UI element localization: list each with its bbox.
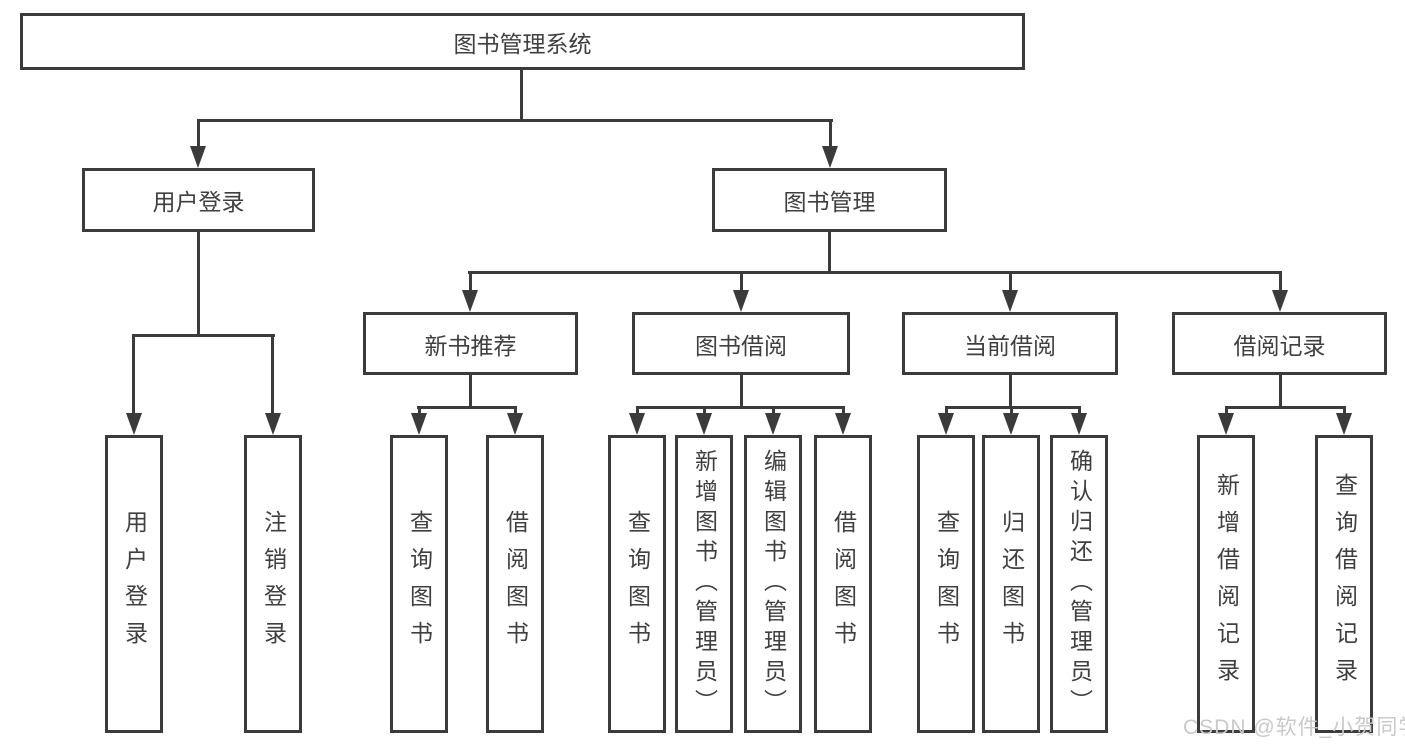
arrowhead-down-icon bbox=[629, 413, 645, 435]
box-leaf-borrow-books-recommend: 借阅图书 bbox=[486, 435, 544, 733]
connector-drop bbox=[514, 406, 517, 414]
leaf-label: 查询图书 bbox=[933, 510, 960, 658]
box-current-borrow: 当前借阅 bbox=[902, 312, 1118, 375]
box-leaf-user-login: 用户登录 bbox=[105, 435, 163, 733]
connector-drop-new-book bbox=[469, 271, 472, 291]
connector-root-stub bbox=[520, 70, 523, 120]
connector-current-borrow-stub bbox=[1009, 375, 1012, 407]
connector-drop bbox=[418, 406, 421, 414]
leaf-label: 注销登录 bbox=[260, 510, 287, 658]
book-management-label: 图书管理 bbox=[783, 189, 876, 215]
leaf-label: 新增借阅记录 bbox=[1213, 473, 1240, 695]
connector-drop-book-management bbox=[829, 119, 832, 147]
arrowhead-down-icon bbox=[938, 413, 954, 435]
connector-drop-user-login bbox=[197, 119, 200, 147]
connector-drop bbox=[1343, 406, 1346, 414]
leaf-label: 查询图书 bbox=[406, 510, 433, 658]
box-leaf-query-borrow-record: 查询借阅记录 bbox=[1315, 435, 1373, 733]
box-borrow-records: 借阅记录 bbox=[1172, 312, 1387, 375]
box-leaf-logout: 注销登录 bbox=[244, 435, 302, 733]
arrowhead-down-icon bbox=[765, 413, 781, 435]
box-leaf-query-books-recommend: 查询图书 bbox=[390, 435, 448, 733]
arrowhead-down-icon bbox=[1002, 290, 1018, 312]
connector-drop-leaf-logout bbox=[271, 334, 274, 413]
leaf-label: 用户登录 bbox=[121, 510, 148, 658]
connector-drop bbox=[945, 406, 948, 414]
connector-new-book-stub bbox=[469, 375, 472, 407]
arrowhead-down-icon bbox=[190, 146, 206, 168]
connector-book-mgmt-bar bbox=[468, 271, 1282, 274]
leaf-label: 借阅图书 bbox=[502, 510, 529, 658]
connector-drop bbox=[1078, 406, 1081, 414]
leaf-label: 查询图书 bbox=[624, 510, 651, 658]
leaf-label: 新增图书（管理员） bbox=[691, 449, 718, 719]
connector-drop-book-borrow bbox=[740, 271, 743, 291]
book-borrow-label: 图书借阅 bbox=[695, 332, 787, 359]
arrowhead-down-icon bbox=[265, 413, 281, 435]
arrowhead-down-icon bbox=[696, 413, 712, 435]
box-book-borrow: 图书借阅 bbox=[632, 312, 850, 375]
box-leaf-query-books-current: 查询图书 bbox=[917, 435, 975, 733]
arrowhead-down-icon bbox=[462, 290, 478, 312]
user-login-label: 用户登录 bbox=[152, 189, 245, 215]
borrow-records-label: 借阅记录 bbox=[1233, 332, 1326, 359]
connector-book-borrow-stub bbox=[740, 375, 743, 407]
arrowhead-down-icon bbox=[1003, 413, 1019, 435]
arrowhead-down-icon bbox=[126, 413, 142, 435]
current-borrow-label: 当前借阅 bbox=[964, 332, 1056, 359]
connector-drop bbox=[1010, 406, 1013, 414]
box-leaf-return-books: 归还图书 bbox=[982, 435, 1040, 733]
connector-level1-bar bbox=[197, 119, 833, 122]
csdn-watermark: CSDN @软件_小贺同学 bbox=[1183, 716, 1405, 739]
connector-drop bbox=[1225, 406, 1228, 414]
box-leaf-add-books-admin: 新增图书（管理员） bbox=[675, 435, 733, 733]
leaf-label: 确认归还（管理员） bbox=[1066, 449, 1093, 719]
box-leaf-confirm-return-admin: 确认归还（管理员） bbox=[1050, 435, 1108, 733]
box-system-root: 图书管理系统 bbox=[20, 13, 1025, 70]
connector-book-borrow-bar bbox=[636, 406, 844, 409]
arrowhead-down-icon bbox=[1218, 413, 1234, 435]
connector-user-login-bar bbox=[132, 334, 275, 337]
connector-borrow-records-stub bbox=[1279, 375, 1282, 407]
connector-user-login-stub bbox=[197, 232, 200, 335]
connector-current-borrow-bar bbox=[945, 406, 1081, 409]
connector-book-mgmt-stub bbox=[828, 232, 831, 272]
connector-drop bbox=[636, 406, 639, 414]
arrowhead-down-icon bbox=[1336, 413, 1352, 435]
connector-new-book-bar bbox=[417, 406, 517, 409]
leaf-label: 借阅图书 bbox=[830, 510, 857, 658]
new-book-recommend-label: 新书推荐 bbox=[424, 332, 517, 359]
connector-drop bbox=[842, 406, 845, 414]
connector-borrow-records-bar bbox=[1225, 406, 1346, 409]
arrowhead-down-icon bbox=[1071, 413, 1087, 435]
leaf-label: 归还图书 bbox=[998, 510, 1025, 658]
box-leaf-edit-books-admin: 编辑图书（管理员） bbox=[744, 435, 802, 733]
arrowhead-down-icon bbox=[411, 413, 427, 435]
connector-drop bbox=[772, 406, 775, 414]
arrowhead-down-icon bbox=[822, 146, 838, 168]
leaf-label: 查询借阅记录 bbox=[1331, 473, 1358, 695]
arrowhead-down-icon bbox=[835, 413, 851, 435]
leaf-label: 编辑图书（管理员） bbox=[760, 449, 787, 719]
arrowhead-down-icon bbox=[507, 413, 523, 435]
box-new-book-recommend: 新书推荐 bbox=[363, 312, 578, 375]
connector-drop bbox=[703, 406, 706, 414]
arrowhead-down-icon bbox=[733, 290, 749, 312]
arrowhead-down-icon bbox=[1272, 290, 1288, 312]
box-leaf-add-borrow-record: 新增借阅记录 bbox=[1197, 435, 1255, 733]
box-leaf-borrow-books: 借阅图书 bbox=[814, 435, 872, 733]
box-leaf-query-books-borrow: 查询图书 bbox=[608, 435, 666, 733]
system-root-label: 图书管理系统 bbox=[453, 30, 592, 57]
box-user-login: 用户登录 bbox=[82, 168, 315, 232]
connector-drop-borrow-records bbox=[1279, 271, 1282, 291]
box-book-management: 图书管理 bbox=[712, 168, 947, 232]
connector-drop-leaf-user-login bbox=[132, 334, 135, 413]
connector-drop-current-borrow bbox=[1009, 271, 1012, 291]
